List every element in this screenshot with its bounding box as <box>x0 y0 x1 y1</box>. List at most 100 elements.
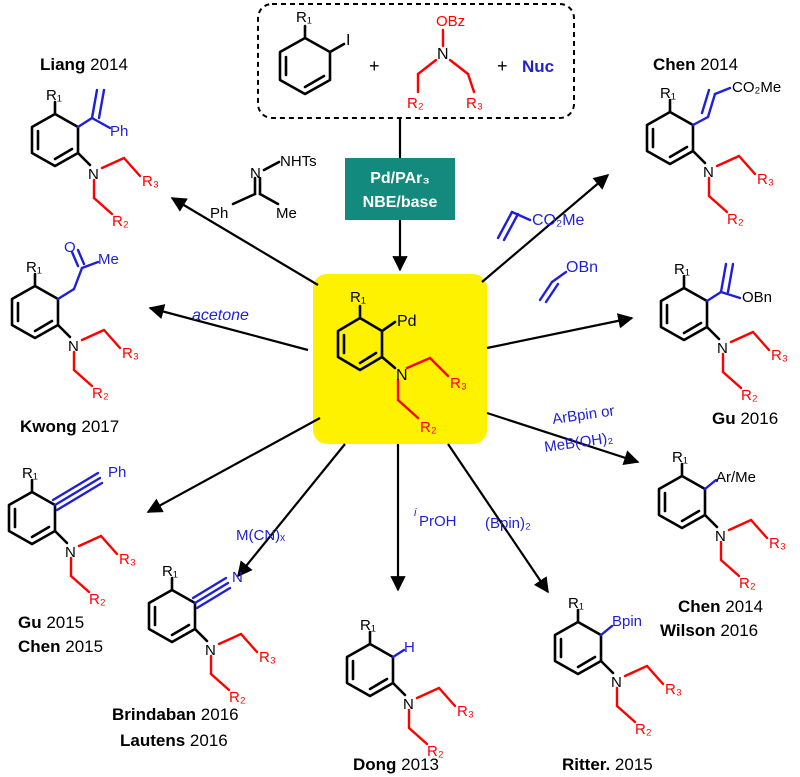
dong-n: N <box>403 696 414 713</box>
chen2014-structure <box>645 86 757 214</box>
acetone-label: acetone <box>192 307 249 324</box>
liang-r1: R₁ <box>46 87 62 104</box>
brindaban-r3: R₃ <box>259 649 276 666</box>
arrow-to-brindaban <box>237 443 346 578</box>
kwong-author: Kwong 2017 <box>20 417 119 436</box>
ritter-structure <box>553 608 665 724</box>
kwong-r1: R₁ <box>26 259 42 276</box>
chen2014-co2me: CO₂Me <box>732 79 781 96</box>
dong-r2: R₂ <box>427 743 444 760</box>
brindaban-cn-n: N <box>232 569 243 586</box>
iodoarene-iodine: I <box>346 32 350 49</box>
gu-chen-n: N <box>65 544 76 561</box>
arrow-to-liang <box>170 197 319 286</box>
dong-structure <box>345 630 457 746</box>
obz-label: OBz <box>436 13 465 30</box>
brindaban-n: N <box>205 642 216 659</box>
gu2016-n: N <box>717 340 728 357</box>
palladacycle-structure <box>336 304 450 420</box>
liang-structure <box>30 88 142 216</box>
vinyl-ether-reagent <box>538 270 568 304</box>
chen2014-author: Chen 2014 <box>653 55 738 74</box>
nucleophile-label: Nuc <box>522 57 554 76</box>
chen2014-r2: R₂ <box>727 211 744 228</box>
hydrazone-n: N <box>250 165 261 182</box>
gu2016-r3: R₃ <box>771 347 788 364</box>
arrow-to-chen-wilson <box>486 411 640 466</box>
gu-chen-author-2: Chen 2015 <box>18 637 103 656</box>
palladacycle-r1: R₁ <box>350 289 366 306</box>
hydrazone-reagent <box>231 160 281 206</box>
ipa-label: PrOH <box>419 513 457 530</box>
obz-amine-r2: R₂ <box>407 95 424 112</box>
ritter-r1: R₁ <box>568 595 584 612</box>
chen-wilson-r2: R₂ <box>739 575 756 592</box>
ipa-prefix: i <box>414 507 417 519</box>
bpin2-label: (Bpin)₂ <box>485 515 531 532</box>
conditions-box <box>345 158 455 220</box>
ritter-r3: R₃ <box>665 681 682 698</box>
gu-chen-ph: Ph <box>108 464 126 481</box>
gu2016-r1: R₁ <box>674 261 690 278</box>
hydrazone-nhts: NHTs <box>280 153 317 170</box>
liang-author: Liang 2014 <box>40 55 128 74</box>
gu-chen-r2: R₂ <box>89 591 106 608</box>
gu-chen-r3: R₃ <box>119 551 136 568</box>
obz-amine-nitrogen: N <box>437 46 449 63</box>
gu2016-r2: R₂ <box>741 387 758 404</box>
gu-chen-structure <box>7 471 119 594</box>
palladacycle-r2: R₂ <box>420 419 437 436</box>
ritter-author: Ritter. 2015 <box>562 755 653 774</box>
hydrazone-ph: Ph <box>210 205 228 222</box>
kwong-structure <box>10 248 122 388</box>
liang-r2: R₂ <box>112 213 129 230</box>
acrylate-reagent <box>496 210 532 242</box>
conditions-line-2: NBE/base <box>363 194 438 211</box>
plus-sign-2: + <box>497 56 508 76</box>
ritter-bpin: Bpin <box>612 613 642 630</box>
chen-wilson-r1: R₁ <box>672 449 688 466</box>
brindaban-author-2: Lautens 2016 <box>120 731 228 750</box>
brindaban-author-1: Brindaban 2016 <box>112 705 239 724</box>
chen2014-r3: R₃ <box>757 171 774 188</box>
liang-ph: Ph <box>110 123 128 140</box>
arrow-to-gu-chen <box>146 417 321 513</box>
brindaban-r1: R₁ <box>162 563 178 580</box>
kwong-n: N <box>68 338 79 355</box>
plus-sign-1: + <box>369 56 380 76</box>
arrow-to-chen2014 <box>481 174 610 283</box>
kwong-o: O <box>64 239 76 256</box>
chen-wilson-r3: R₃ <box>769 535 786 552</box>
chen2014-r1: R₁ <box>660 85 676 102</box>
conditions-line-1: Pd/PAr₃ <box>370 170 430 187</box>
chen-wilson-n: N <box>715 528 726 545</box>
brindaban-structure <box>147 576 259 692</box>
palladacycle-r3: R₃ <box>450 375 467 392</box>
arrow-to-ritter <box>447 443 549 594</box>
gu2016-structure <box>659 262 771 390</box>
chen2014-n: N <box>703 164 714 181</box>
dong-author: Dong 2013 <box>353 755 439 774</box>
gu-chen-author-1: Gu 2015 <box>18 613 84 632</box>
cyanide-label: M(CN)ₓ <box>236 527 285 544</box>
palladacycle-pd: Pd <box>397 313 417 330</box>
arrow-to-kwong <box>148 304 309 352</box>
arbpin-label-1: ArBpin or <box>551 402 615 428</box>
dong-r3: R₃ <box>457 703 474 720</box>
chen-wilson-structure <box>657 462 769 578</box>
chen-wilson-author-1: Chen 2014 <box>678 597 763 616</box>
chen-wilson-author-2: Wilson 2016 <box>660 621 758 640</box>
chen-wilson-armeto: Ar/Me <box>716 469 756 486</box>
arrow-to-gu2016 <box>486 313 634 350</box>
dong-h: H <box>404 639 415 656</box>
gu2016-author: Gu 2016 <box>712 409 778 428</box>
gu2016-obn: OBn <box>742 289 772 306</box>
iodoarene-r1: R₁ <box>296 9 312 26</box>
kwong-me: Me <box>98 251 119 268</box>
obz-amine-structure <box>416 28 476 94</box>
vinyl-ether-label: OBn <box>566 259 598 276</box>
kwong-r2: R₂ <box>92 385 109 402</box>
arbpin-label-2: MeB(OH)₂ <box>543 429 614 455</box>
starting-materials-box <box>257 3 575 119</box>
